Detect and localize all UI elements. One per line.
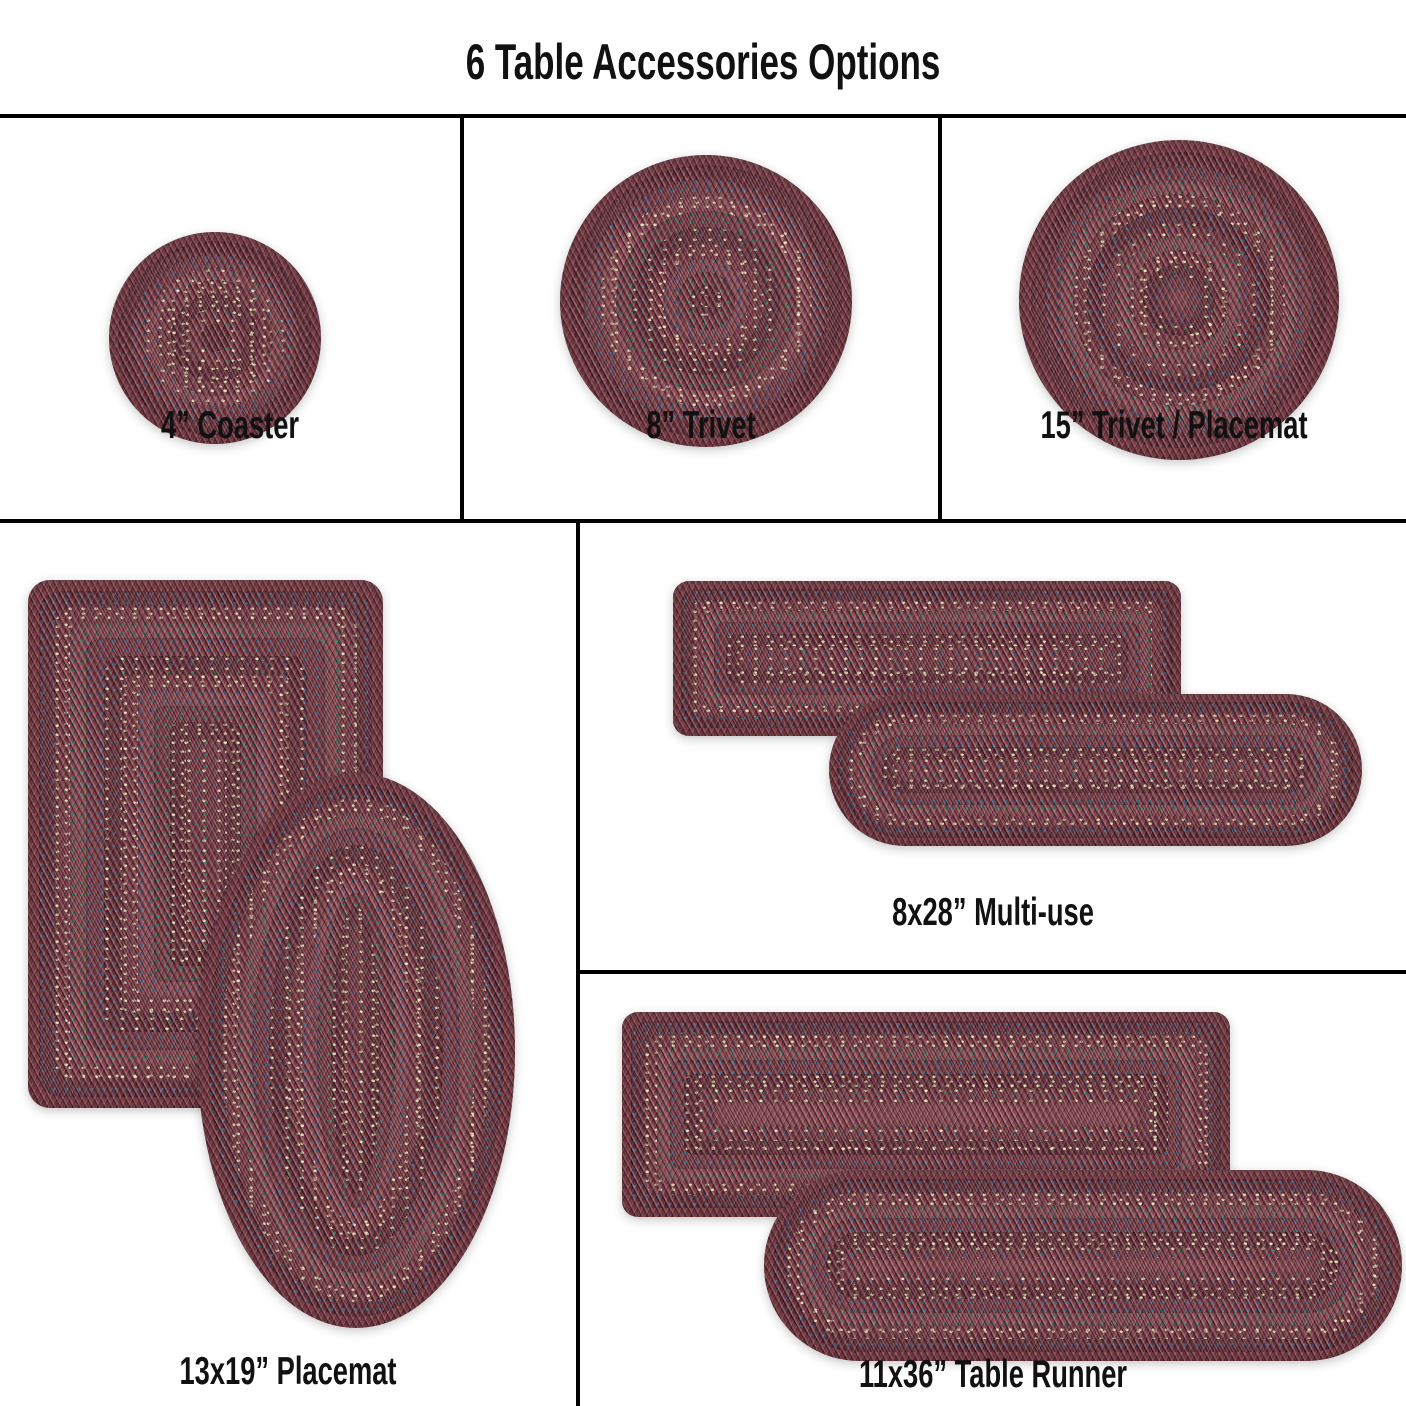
- table-runner-label: 11x36” Table Runner: [858, 1353, 1128, 1396]
- grid-rule-row2: [576, 970, 1406, 974]
- grid-rule-col1: [460, 114, 464, 519]
- multi-use-oval-image: [829, 694, 1362, 846]
- placemat-oval-image: [197, 773, 515, 1328]
- cell-multi-use[interactable]: 8x28” Multi-use: [580, 523, 1406, 970]
- cell-coaster[interactable]: 4” Coaster: [0, 118, 460, 519]
- placemat-label: 13x19” Placemat: [179, 1350, 397, 1393]
- grid-rule-top: [0, 114, 1406, 118]
- trivet-15-label: 15” Trivet / Placemat: [1040, 404, 1308, 447]
- cell-placemat[interactable]: 13x19” Placemat: [0, 523, 576, 1406]
- trivet-8-label: 8” Trivet: [646, 404, 756, 447]
- grid-rule-row1: [0, 519, 1406, 523]
- coaster-product-image: [109, 232, 321, 444]
- trivet-15-product-image: [1019, 140, 1339, 460]
- cell-trivet-15[interactable]: 15” Trivet / Placemat: [942, 118, 1406, 519]
- table-runner-oval-image: [764, 1170, 1402, 1361]
- trivet-8-product-image: [560, 155, 852, 447]
- page-title: 6 Table Accessories Options: [465, 34, 941, 90]
- grid-rule-center: [576, 523, 580, 1406]
- multi-use-label: 8x28” Multi-use: [892, 891, 1094, 934]
- coaster-label: 4” Coaster: [160, 404, 300, 447]
- cell-trivet-8[interactable]: 8” Trivet: [464, 118, 938, 519]
- cell-table-runner[interactable]: 11x36” Table Runner: [580, 974, 1406, 1406]
- grid-rule-col2: [938, 114, 942, 519]
